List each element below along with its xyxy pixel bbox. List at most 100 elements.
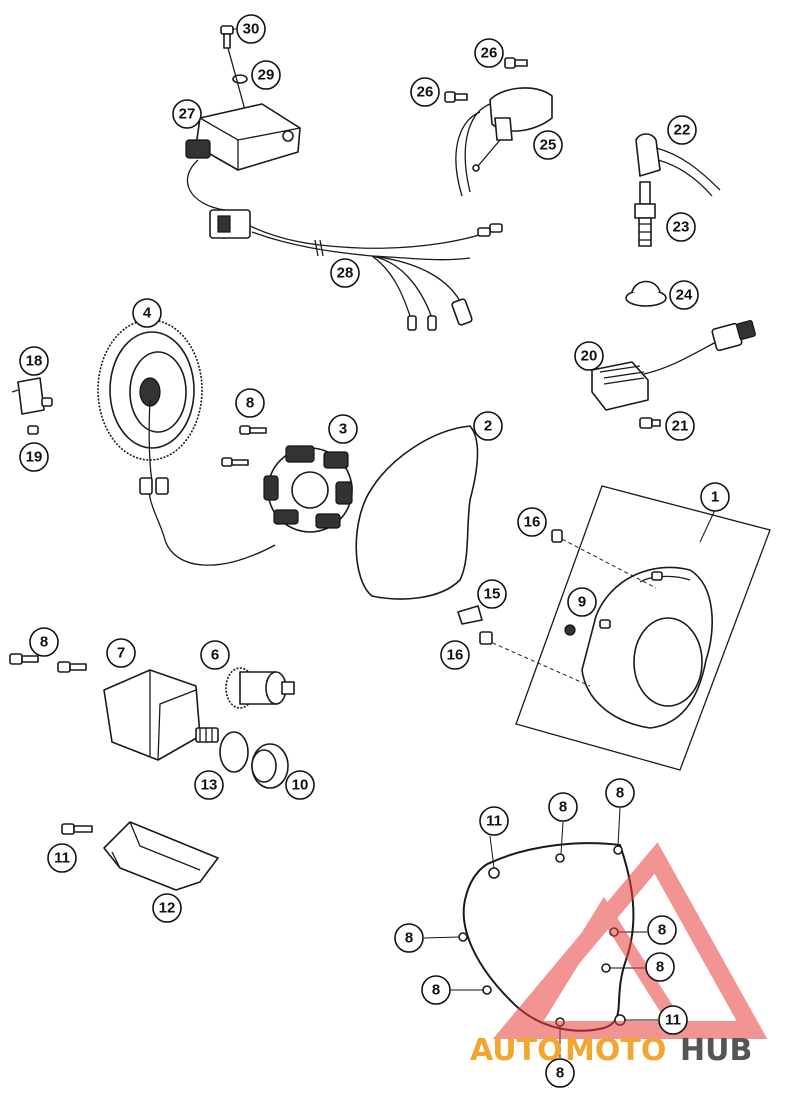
callout-11-gasket-bottom: 11 — [658, 1005, 688, 1035]
cover-dash-line-b — [485, 639, 591, 687]
svg-text:8: 8 — [432, 982, 440, 999]
callout-8-stator: 8 — [235, 388, 265, 418]
spark-plug-23-icon — [634, 181, 656, 247]
callout-8-gasket-left: 8 — [394, 923, 424, 953]
callout-6: 6 — [200, 640, 230, 670]
clip-15-icon — [457, 605, 483, 625]
watermark-logo — [492, 842, 768, 1039]
spark-plug-cap-22-icon — [635, 133, 721, 197]
svg-text:21: 21 — [672, 418, 689, 435]
callout-1: 1 — [700, 482, 730, 512]
ignition-coil-25-icon — [455, 87, 553, 197]
callout-22: 22 — [667, 115, 697, 145]
svg-text:8: 8 — [556, 1065, 564, 1082]
callout-10: 10 — [285, 770, 315, 800]
callout-25: 25 — [533, 130, 563, 160]
cover-box-outline — [515, 485, 771, 771]
callout-8-starter: 8 — [29, 627, 59, 657]
watermark-auto: AUTO — [470, 1033, 563, 1068]
svg-text:10: 10 — [292, 777, 309, 794]
svg-text:7: 7 — [117, 645, 125, 662]
svg-text:8: 8 — [559, 799, 567, 816]
callout-20: 20 — [574, 341, 604, 371]
plug-9-icon — [564, 624, 576, 636]
callout-8-gasket-right-b: 8 — [645, 952, 675, 982]
callout-8-gasket-right-a: 8 — [647, 915, 677, 945]
callout-27: 27 — [172, 99, 202, 129]
svg-text:28: 28 — [337, 265, 354, 282]
callout-26-left: 26 — [410, 77, 440, 107]
voltage-regulator-20-icon — [591, 320, 756, 411]
svg-text:12: 12 — [159, 900, 176, 917]
flywheel-4-icon — [97, 319, 203, 481]
pickup-sensor-18-icon — [11, 377, 53, 435]
bolt-8-starter-b-icon — [57, 661, 87, 673]
callout-2: 2 — [473, 411, 503, 441]
svg-text:11: 11 — [54, 850, 70, 867]
gasket-2-icon — [355, 425, 479, 600]
callout-8-gasket-a: 8 — [548, 792, 578, 822]
callout-16-bottom: 16 — [440, 640, 470, 670]
callout-8-gasket-lower-left: 8 — [421, 975, 451, 1005]
svg-text:4: 4 — [143, 305, 152, 322]
svg-text:16: 16 — [524, 514, 541, 531]
leader-lines — [232, 28, 716, 1058]
callout-26-top: 26 — [474, 38, 504, 68]
ignition-cover-1-icon — [581, 566, 713, 729]
callout-18: 18 — [19, 346, 49, 376]
callout-8-gasket-bottom: 8 — [545, 1058, 575, 1088]
watermark-moto: MOTO — [565, 1033, 666, 1068]
svg-text:13: 13 — [201, 777, 218, 794]
watermark-hub: HUB — [680, 1033, 752, 1068]
svg-text:8: 8 — [405, 930, 413, 947]
svg-text:8: 8 — [616, 785, 624, 802]
stator-connector-a — [139, 477, 153, 495]
callout-23: 23 — [666, 212, 696, 242]
svg-text:26: 26 — [417, 84, 434, 101]
wiring-harness-28-icon — [209, 209, 503, 331]
svg-text:22: 22 — [674, 122, 691, 139]
callout-16-top: 16 — [517, 507, 547, 537]
svg-text:19: 19 — [26, 449, 43, 466]
svg-text:15: 15 — [484, 586, 501, 603]
callout-4: 4 — [132, 298, 162, 328]
svg-text:20: 20 — [581, 348, 598, 365]
callout-3: 3 — [328, 414, 358, 444]
callout-19: 19 — [19, 442, 49, 472]
stator-3-icon — [263, 445, 353, 533]
bolt-30-icon — [220, 25, 234, 49]
dowel-16-bottom-icon — [479, 631, 493, 645]
callout-7: 7 — [106, 638, 136, 668]
bolt-8-stator-a-icon — [239, 425, 267, 435]
callout-11-gasket-top: 11 — [479, 806, 509, 836]
svg-text:11: 11 — [665, 1012, 681, 1029]
starter-motor-7-icon — [103, 669, 219, 761]
callout-30: 30 — [236, 14, 266, 44]
svg-text:8: 8 — [40, 634, 48, 651]
bolt-26-top-icon — [504, 57, 528, 69]
svg-text:27: 27 — [179, 106, 196, 123]
svg-text:1: 1 — [711, 489, 719, 506]
bolt-21-icon — [639, 417, 661, 429]
guard-12-icon — [103, 821, 219, 891]
svg-text:8: 8 — [246, 395, 254, 412]
sleeve-10-icon — [251, 743, 289, 789]
stator-connector-b — [155, 477, 169, 495]
o-ring-13-icon — [219, 731, 249, 773]
watermark-text: AUTO MOTO HUB — [470, 1033, 752, 1068]
stator-wire — [148, 479, 276, 566]
svg-text:6: 6 — [211, 647, 219, 664]
callout-8-gasket-b: 8 — [605, 778, 635, 808]
svg-text:9: 9 — [578, 594, 586, 611]
callout-11-guard: 11 — [47, 843, 77, 873]
callout-21: 21 — [665, 411, 695, 441]
bolt-26-left-icon — [444, 91, 468, 103]
svg-text:3: 3 — [339, 421, 347, 438]
callout-24: 24 — [669, 280, 699, 310]
bolt-11-guard-icon — [61, 823, 93, 835]
svg-text:8: 8 — [656, 959, 664, 976]
callout-13: 13 — [194, 770, 224, 800]
svg-text:24: 24 — [676, 287, 693, 304]
svg-text:16: 16 — [447, 647, 464, 664]
